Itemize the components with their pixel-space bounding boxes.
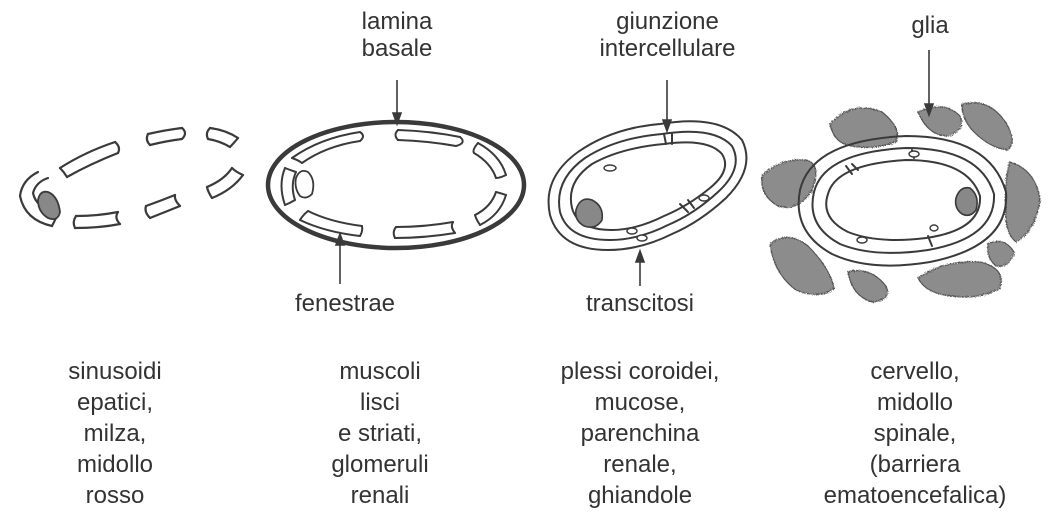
basal-lamina-ring xyxy=(268,122,524,248)
fenestrae-diaphragms xyxy=(285,130,506,238)
caption-sinusoid: sinusoidi epatici, milza, midollo rosso xyxy=(40,356,190,511)
fenestrated-capillary xyxy=(268,122,524,248)
fenestrae-label: fenestrae xyxy=(270,290,420,317)
giunzione-intercellulare-label: giunzione intercellulare xyxy=(575,8,760,62)
sinusoid-capillary xyxy=(20,128,243,228)
fenestrated-outer-wall xyxy=(282,130,507,238)
caption-continuous: plessi coroidei, mucose, parenchina rena… xyxy=(530,356,750,511)
sinusoid-inner-wall xyxy=(33,139,232,216)
glial-endfeet xyxy=(762,103,1040,302)
glia-label: glia xyxy=(890,12,970,39)
fenestrated-inner-wall xyxy=(293,140,496,227)
brain-tight-junctions xyxy=(846,150,932,246)
sinusoid-nucleus xyxy=(38,192,60,219)
lamina-basale-label: lamina basale xyxy=(322,8,472,62)
sinusoid-gap-caps xyxy=(52,128,243,228)
continuous-outer-layer xyxy=(549,121,747,250)
transcitosi-label: transcitosi xyxy=(565,290,715,317)
fenestrated-nucleus xyxy=(296,171,314,198)
continuous-capillary xyxy=(549,121,747,250)
pointer-arrows xyxy=(336,50,933,286)
caption-brain: cervello, midollo spinale, (barriera ema… xyxy=(800,356,1030,511)
continuous-nucleus xyxy=(576,199,603,227)
caption-fenestrated: muscoli lisci e striati, glomeruli renal… xyxy=(300,356,460,511)
tight-junctions xyxy=(664,134,694,212)
brain-capillary xyxy=(762,103,1040,302)
brain-nucleus xyxy=(956,188,978,216)
